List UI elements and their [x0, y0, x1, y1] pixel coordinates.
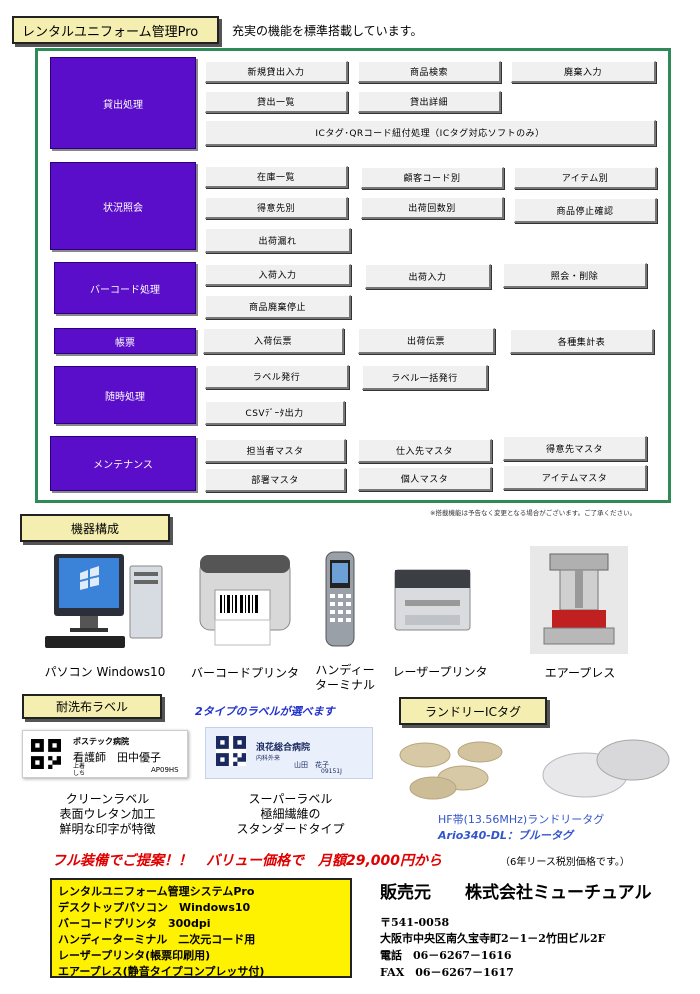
- ic-tag-desc-1: HF帯(13.56MHz)ランドリータグ: [438, 813, 605, 826]
- item-master-button[interactable]: アイテムマスタ: [503, 465, 647, 490]
- label-batch-issue-button[interactable]: ラベル一括発行: [362, 365, 488, 390]
- receive-input-button[interactable]: 入荷入力: [205, 264, 351, 286]
- department-master-button[interactable]: 部署マスタ: [205, 468, 346, 492]
- label-issue-button[interactable]: ラベル発行: [205, 365, 349, 389]
- dealer-address: 大阪市中央区南久宝寺町2－1－2竹田ビル2F: [380, 932, 606, 945]
- package-item: ハンディーターミナル 二次元コード用: [58, 933, 256, 946]
- laser-printer-caption: レーザープリンタ: [392, 665, 488, 679]
- product-search-button[interactable]: 商品検索: [358, 61, 501, 83]
- by-ship-count-button[interactable]: 出荷回数別: [361, 197, 504, 219]
- rental-list-button[interactable]: 貸出一覧: [205, 91, 348, 113]
- package-item: レンタルユニフォーム管理システムPro: [58, 885, 255, 898]
- csv-export-button[interactable]: CSVﾃﾞｰﾀ出力: [205, 401, 345, 425]
- promo-headline: フル装備でご提案！！ バリュー価格で 月額29,000円から: [52, 853, 443, 869]
- promo-suffix: （6年リース税別価格です。）: [500, 857, 630, 868]
- inquiry-delete-button[interactable]: 照会・削除: [503, 263, 647, 288]
- by-item-button[interactable]: アイテム別: [514, 167, 657, 189]
- package-box: レンタルユニフォーム管理システムPro デスクトップパソコン Windows10…: [50, 878, 352, 978]
- package-item: レーザープリンタ(帳票印刷用): [58, 949, 211, 962]
- dealer-title: 販売元 株式会社ミューチュアル: [380, 883, 652, 903]
- category-kashidashi[interactable]: 貸出処理: [50, 57, 196, 149]
- package-item: エアープレス(静音タイプコンプレッサ付): [58, 965, 265, 978]
- category-maint[interactable]: メンテナンス: [50, 436, 196, 491]
- handy-terminal-caption: ハンディー ターミナル: [314, 663, 375, 692]
- qr-code-icon: [216, 736, 246, 766]
- stock-list-button[interactable]: 在庫一覧: [205, 166, 348, 188]
- summary-report-button[interactable]: 各種集計表: [510, 329, 654, 354]
- intro-text: 充実の機能を標準搭載しています。: [232, 24, 423, 38]
- system-title: レンタルユニフォーム管理Pro: [12, 16, 219, 44]
- ship-slip-button[interactable]: 出荷伝票: [358, 328, 495, 354]
- package-item: バーコードプリンタ 300dpi: [58, 917, 211, 930]
- category-jokyo[interactable]: 状況照会: [50, 162, 196, 250]
- ictag-qr-link-button[interactable]: ICタグ･QRコード紐付処理（ICタグ対応ソフトのみ）: [205, 120, 656, 146]
- staff-master-button[interactable]: 担当者マスタ: [205, 439, 346, 463]
- pc-caption: パソコン Windows10: [44, 665, 166, 679]
- client-master-button[interactable]: 得意先マスタ: [503, 436, 647, 461]
- air-press-caption: エアープレス: [544, 666, 616, 680]
- barcode-printer-image: [199, 555, 291, 646]
- receive-slip-button[interactable]: 入荷伝票: [203, 328, 344, 354]
- laser-printer-image: [394, 569, 471, 631]
- dealer-fax: FAX 06－6267－1617: [380, 966, 514, 979]
- clean-label-sample: ポステック病院 看護師 田中優子 上着しち AP09HS: [22, 730, 188, 778]
- ship-input-button[interactable]: 出荷入力: [365, 264, 491, 289]
- super-label-desc: スーパーラベル 極細繊維の スタンダードタイプ: [236, 792, 345, 836]
- product-dispose-stop-button[interactable]: 商品廃棄停止: [205, 295, 351, 319]
- ic-tag-image: [399, 739, 670, 800]
- ic-tag-desc-2: Ario340-DL：ブルータグ: [438, 829, 573, 842]
- air-press-image: [530, 546, 628, 654]
- super-label-sample: 浪花総合病院 内科外来 山田 花子 09151J: [205, 727, 373, 779]
- pc-image: [45, 554, 163, 648]
- ic-tag-label: ランドリーICタグ: [399, 697, 547, 725]
- barcode-printer-caption: バーコードプリンタ: [190, 666, 299, 680]
- by-client-button[interactable]: 得意先別: [205, 197, 348, 219]
- new-rental-button[interactable]: 新規貸出入力: [205, 61, 348, 83]
- feature-frame: [35, 48, 671, 503]
- rental-detail-button[interactable]: 貸出詳細: [358, 91, 501, 113]
- clean-label-desc: クリーンラベル 表面ウレタン加工 鮮明な印字が特徴: [59, 792, 156, 836]
- wash-label-label: 耐洗布ラベル: [22, 694, 162, 719]
- product-stop-check-button[interactable]: 商品停止確認: [514, 198, 657, 223]
- by-customer-code-button[interactable]: 顧客コード別: [361, 167, 504, 189]
- dealer-zip: 〒541-0058: [380, 916, 450, 929]
- label-tagline: 2タイプのラベルが選べます: [195, 705, 335, 718]
- disclaimer-note: ※搭載機能は予告なく変更となる場合がございます。ご了承ください。: [430, 509, 637, 517]
- category-zuiji[interactable]: 随時処理: [54, 366, 196, 424]
- dealer-tel: 電話 06－6267－1616: [380, 949, 512, 962]
- disposal-input-button[interactable]: 廃棄入力: [511, 61, 656, 83]
- ship-missing-button[interactable]: 出荷漏れ: [205, 228, 351, 253]
- equipment-label: 機器構成: [20, 514, 170, 542]
- supplier-master-button[interactable]: 仕入先マスタ: [358, 439, 492, 463]
- category-barcode[interactable]: バーコード処理: [54, 262, 196, 314]
- qr-code-icon: [31, 739, 61, 769]
- package-item: デスクトップパソコン Windows10: [58, 901, 251, 914]
- individual-master-button[interactable]: 個人マスタ: [358, 467, 492, 491]
- handy-terminal-image: [325, 551, 355, 647]
- category-chohyo[interactable]: 帳票: [54, 328, 196, 354]
